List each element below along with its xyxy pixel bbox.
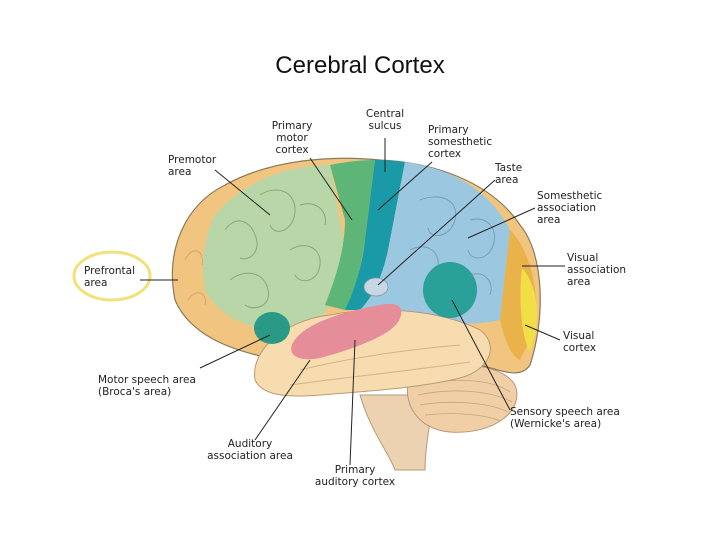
- label-central-sulcus: Central sulcus: [365, 108, 405, 132]
- leader-wernicke: [451, 299, 511, 411]
- label-prefrontal-area: Prefrontal area: [84, 265, 136, 289]
- leader-primary-auditory: [349, 339, 356, 466]
- leader-broca: [199, 334, 271, 369]
- leader-visual-cortex: [524, 324, 561, 341]
- wernicke-area-region: [423, 262, 477, 318]
- label-premotor-area: Premotor area: [168, 154, 217, 178]
- label-primary-auditory-cortex: Primary auditory cortex: [314, 464, 396, 488]
- premotor-region: [203, 165, 345, 331]
- taste-area-region: [363, 277, 389, 297]
- label-auditory-association-area: Auditory association area: [207, 438, 293, 462]
- label-visual-association-area: Visual association area: [567, 252, 627, 288]
- leader-premotor: [214, 169, 271, 216]
- label-visual-cortex: Visual cortex: [563, 330, 597, 354]
- broca-area-region: [254, 312, 290, 344]
- primary-motor-region: [325, 160, 375, 310]
- label-primary-somesthetic-cortex: Primary somesthetic cortex: [428, 124, 493, 160]
- leader-taste: [377, 179, 496, 286]
- slide-title: Cerebral Cortex: [275, 52, 445, 79]
- label-motor-speech-area: Motor speech area (Broca's area): [98, 374, 196, 398]
- leader-primary-motor: [309, 157, 353, 221]
- label-primary-motor-cortex: Primary motor cortex: [271, 120, 313, 156]
- leader-auditory-assoc: [254, 359, 311, 441]
- visual-cortex-region: [520, 268, 537, 352]
- prefrontal-highlight-ring: [72, 250, 152, 302]
- leader-somesthetic-assoc: [467, 207, 536, 239]
- label-sensory-speech-area: Sensory speech area (Wernicke's area): [510, 406, 620, 430]
- label-somesthetic-association-area: Somesthetic association area: [537, 190, 603, 226]
- primary-auditory-region: [291, 303, 402, 360]
- leader-somesthetic: [377, 161, 433, 211]
- central-sulcus-region: [345, 160, 405, 310]
- label-taste-area: Taste area: [495, 162, 523, 186]
